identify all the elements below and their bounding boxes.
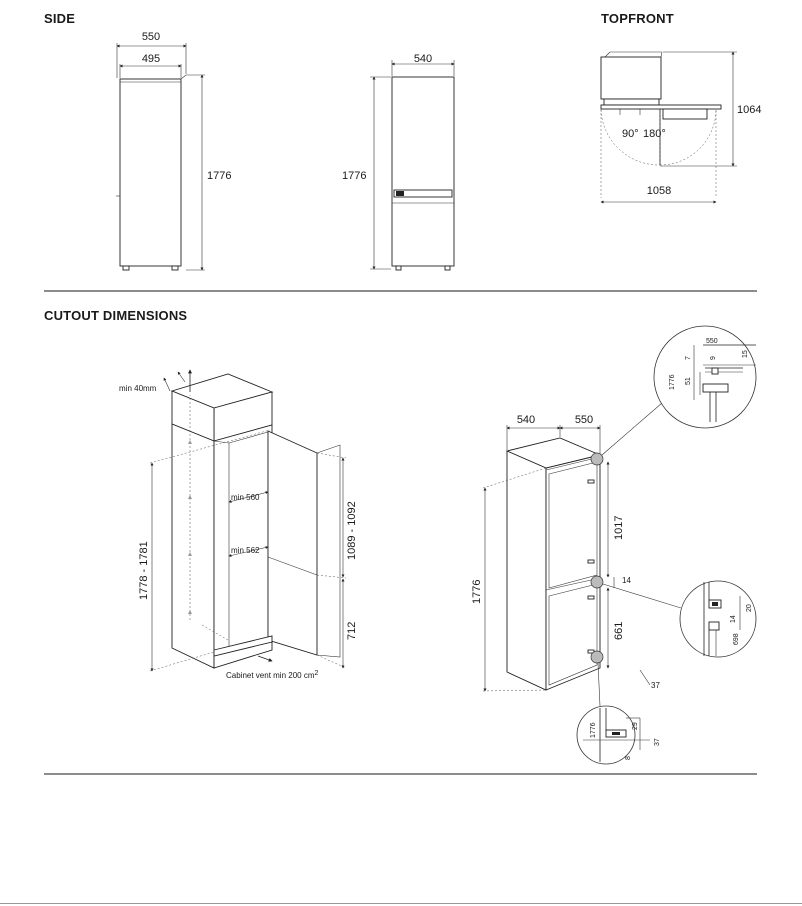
detail-mid-drawing: [679, 580, 757, 658]
detail-bottom-37: 37: [654, 738, 661, 746]
side-width-inner: 495: [142, 53, 160, 65]
angle-90: 90°: [622, 128, 639, 140]
min-top-gap-label: min 40mm: [119, 384, 157, 393]
appliance-height: 1776: [471, 580, 483, 604]
side-height: 1776: [207, 170, 231, 182]
detail-bottom-8: 8: [625, 756, 632, 760]
detail-top-9: 9: [710, 356, 717, 360]
detail-top-7: 7: [685, 356, 692, 360]
detail-bottom-29: 29: [632, 722, 639, 730]
detail-top-1776: 1776: [669, 374, 676, 390]
min-562-label: min 562: [231, 546, 260, 555]
upper-height-range: 1089 - 1092: [346, 501, 358, 560]
top-view-drawing: [600, 51, 737, 204]
appliance-gap-14: 14: [622, 576, 631, 585]
detail-top-15: 15: [742, 350, 749, 358]
top-width: 1058: [647, 185, 671, 197]
side-heading: SIDE: [44, 11, 76, 26]
detail-top-51: 51: [685, 377, 692, 385]
detail-top-drawing: [653, 325, 757, 429]
appliance-depth: 550: [575, 414, 593, 426]
lower-height: 712: [346, 622, 358, 640]
appliance-upper: 1017: [613, 516, 625, 540]
detail-mid-14: 14: [730, 615, 737, 623]
min-560-label: min 560: [231, 493, 260, 502]
cabinet-vent-note: Cabinet vent min 200 cm2: [226, 670, 319, 680]
cabinet-height-range: 1778 - 1781: [138, 541, 150, 600]
cabinet-cutout-drawing: [149, 369, 347, 672]
cutout-dimensions-heading: CUTOUT DIMENSIONS: [44, 308, 188, 323]
front-height: 1776: [342, 170, 366, 182]
side-view-drawing: [116, 43, 205, 271]
top-depth: 1064: [737, 104, 761, 116]
front-width: 540: [414, 53, 432, 65]
topfront-heading: TOPFRONT: [601, 11, 674, 26]
appliance-width: 540: [517, 414, 535, 426]
detail-bottom-drawing: [576, 705, 650, 765]
page-bottom-rule: [0, 903, 802, 904]
detail-bottom-1776: 1776: [590, 722, 597, 738]
detail-mid-20: 20: [746, 604, 753, 612]
side-width-outer: 550: [142, 31, 160, 43]
detail-mid-698: 698: [733, 633, 740, 645]
appliance-cutout-drawing: [482, 402, 682, 707]
front-view-drawing: [370, 60, 455, 271]
angle-180: 180°: [643, 128, 666, 140]
detail-top-550: 550: [706, 338, 718, 345]
appliance-gap-37: 37: [651, 681, 660, 690]
appliance-lower: 661: [613, 622, 625, 640]
